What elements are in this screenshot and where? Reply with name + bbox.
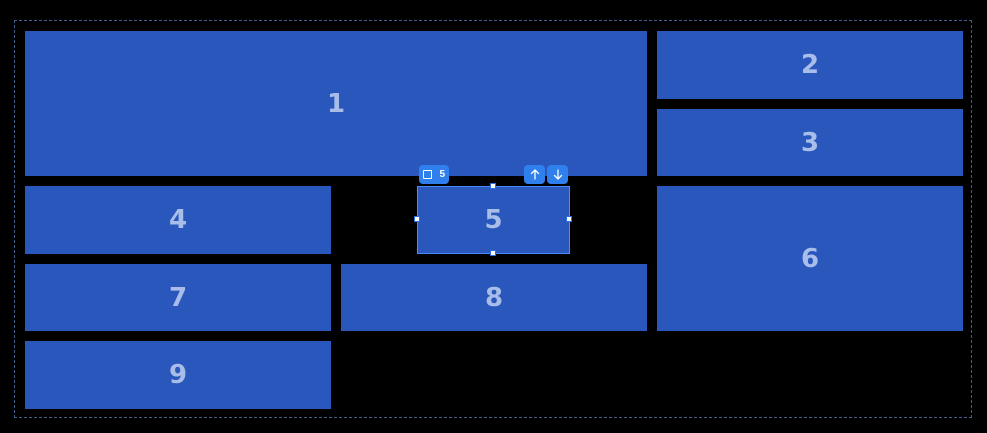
grid-cell-5[interactable]: 5 [417,186,570,254]
cell-label: 7 [168,282,188,313]
cell-label: 1 [326,88,346,119]
resize-handle-top[interactable] [490,183,496,189]
move-down-button[interactable] [547,165,568,184]
resize-handle-left[interactable] [414,216,420,222]
grid-cell-6[interactable]: 6 [657,186,963,331]
grid-cell-1[interactable]: 1 [25,31,647,176]
grid-cell-3[interactable]: 3 [657,109,963,176]
square-select-icon [423,170,432,179]
cell-label: 8 [484,282,504,313]
layout-container-outline [14,20,972,418]
cell-label: 2 [800,50,820,80]
resize-handle-bottom[interactable] [490,250,496,256]
selection-badge[interactable]: 5 [419,165,449,184]
cell-label: 4 [168,205,188,235]
cell-label: 3 [800,127,820,158]
grid-cell-9[interactable]: 9 [25,341,331,409]
cell-label: 6 [800,243,820,274]
grid-cell-4[interactable]: 4 [25,186,331,254]
resize-handle-right[interactable] [566,216,572,222]
cell-label: 9 [168,360,188,390]
grid-cell-2[interactable]: 2 [657,31,963,99]
selection-badge-label: 5 [439,169,445,180]
arrow-down-icon [553,169,563,180]
arrow-up-icon [530,169,540,180]
grid-cell-8[interactable]: 8 [341,264,647,331]
move-up-button[interactable] [524,165,545,184]
cell-label: 5 [484,205,503,235]
grid-cell-7[interactable]: 7 [25,264,331,331]
